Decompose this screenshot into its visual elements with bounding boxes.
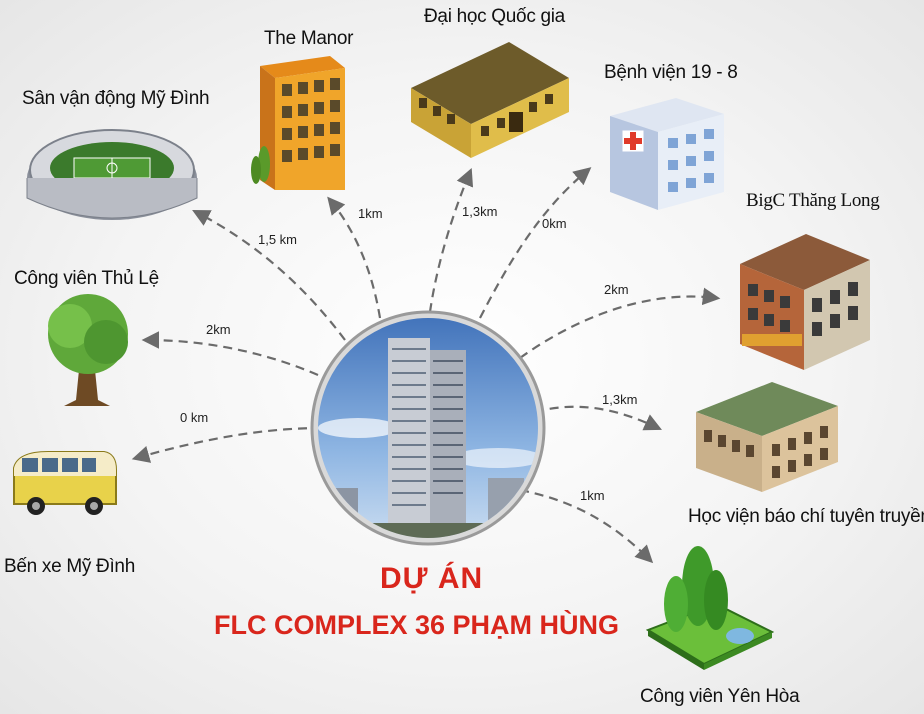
label-hospital: Bệnh viện 19 - 8: [604, 62, 738, 83]
label-thule: Công viên Thủ Lệ: [14, 268, 159, 289]
project-tower-image: [310, 310, 546, 546]
distance-academy: 1,3km: [602, 392, 638, 407]
distance-university: 1,3km: [462, 204, 498, 219]
project-title-line1: DỰ ÁN: [380, 562, 484, 595]
hospital-icon: [610, 98, 724, 210]
arrow-thule: [141, 331, 319, 377]
distance-yenhoa: 1km: [580, 488, 605, 503]
arrow-manor: [327, 196, 382, 319]
arrow-yenhoa: [519, 488, 654, 564]
mall-icon: [740, 234, 870, 370]
label-busstation: Bến xe Mỹ Đình: [4, 556, 135, 577]
distance-hospital: 0km: [542, 216, 567, 231]
distance-bigc: 2km: [604, 282, 629, 297]
park-icon: [646, 546, 774, 670]
distance-manor: 1km: [358, 206, 383, 221]
label-manor: The Manor: [264, 28, 354, 49]
arrow-university: [428, 167, 474, 313]
arrow-busstation: [131, 426, 323, 463]
bus-icon: [13, 451, 117, 515]
university-icon: [411, 42, 569, 158]
arrow-bigc: [519, 287, 721, 359]
stadium-icon: [26, 129, 198, 220]
tree-icon: [48, 294, 128, 406]
label-stadium: Sân vận động Mỹ Đình: [22, 88, 210, 109]
arrow-hospital: [479, 167, 592, 319]
arrow-academy: [534, 405, 662, 431]
distance-busstation: 0 km: [180, 410, 209, 425]
label-bigc: BigC Thăng Long: [746, 190, 880, 211]
project-title-line2: FLC COMPLEX 36 PHẠM HÙNG: [214, 610, 620, 640]
building-icon: [251, 56, 345, 190]
label-academy: Học viện báo chí tuyên truyền: [688, 506, 924, 527]
distance-thule: 2km: [206, 322, 231, 337]
distance-stadium: 1,5 km: [258, 232, 298, 247]
label-university: Đại học Quốc gia: [424, 6, 565, 27]
label-yenhoa: Công viên Yên Hòa: [640, 686, 800, 707]
academy-icon: [696, 382, 838, 492]
